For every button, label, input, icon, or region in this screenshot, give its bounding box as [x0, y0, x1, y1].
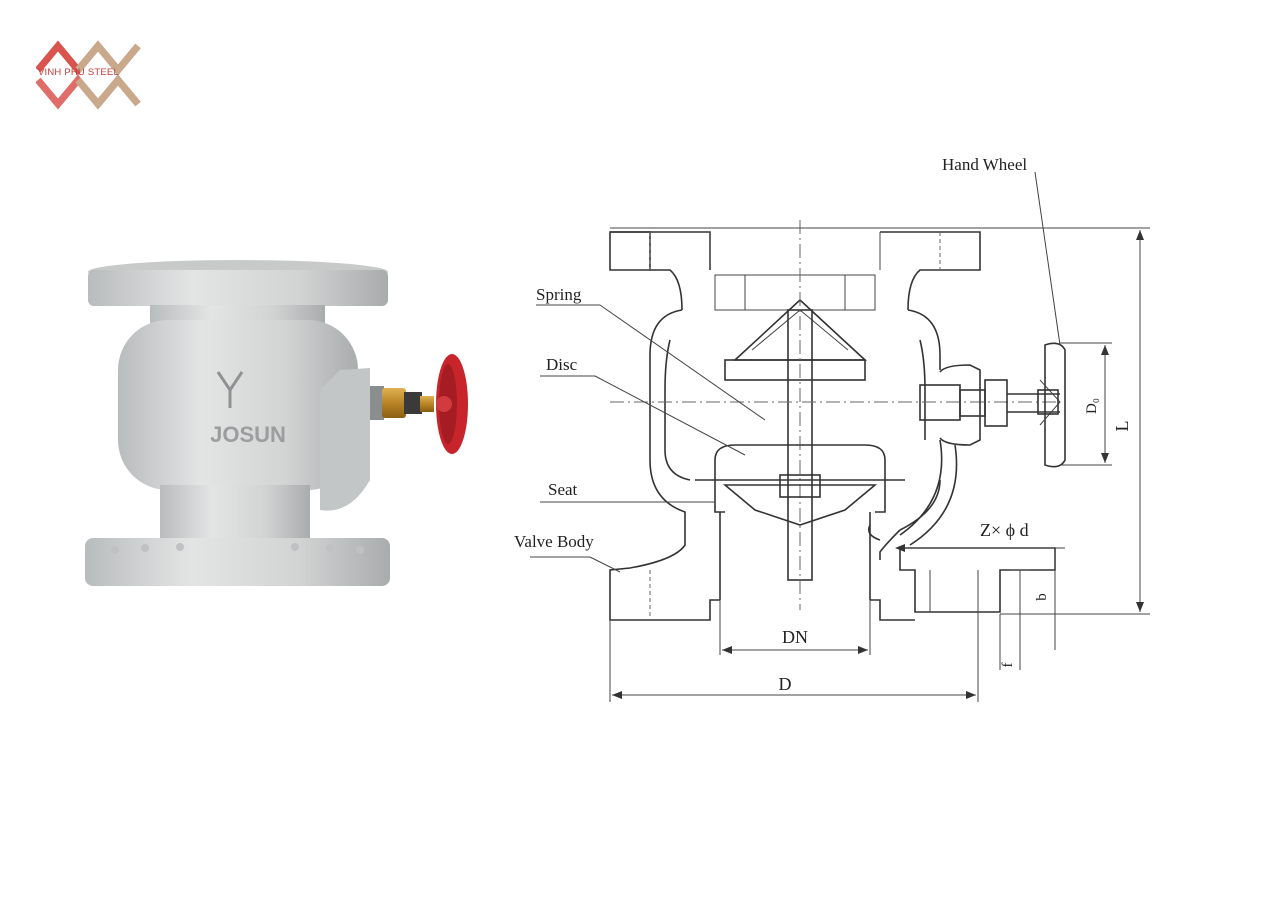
label-seat: Seat: [548, 480, 578, 499]
label-disc: Disc: [546, 355, 578, 374]
cast-mark: JOSUN: [210, 422, 286, 447]
dim-d: D: [779, 674, 792, 694]
dim-b: b: [1034, 593, 1050, 601]
valve-photo: JOSUN: [70, 250, 480, 610]
dim-l: L: [1112, 421, 1132, 432]
valve-cross-section-drawing: L D₀ Z× ϕ d b f DN D: [500, 140, 1180, 720]
cast-logo-icon: [216, 371, 244, 408]
dim-z-phi-d: Z× ϕ d: [980, 520, 1029, 540]
label-spring: Spring: [536, 285, 582, 304]
dim-f: f: [1000, 663, 1016, 668]
logo-mark: [35, 40, 141, 110]
handwheel-icon: [436, 354, 468, 454]
label-hand-wheel: Hand Wheel: [942, 155, 1027, 174]
dim-do: D₀: [1084, 398, 1100, 414]
brand-logo: VINH PHU STEEL: [35, 40, 146, 110]
dim-dn: DN: [782, 627, 808, 647]
label-valve-body: Valve Body: [514, 532, 594, 551]
brand-name: VINH PHU STEEL: [38, 67, 119, 78]
